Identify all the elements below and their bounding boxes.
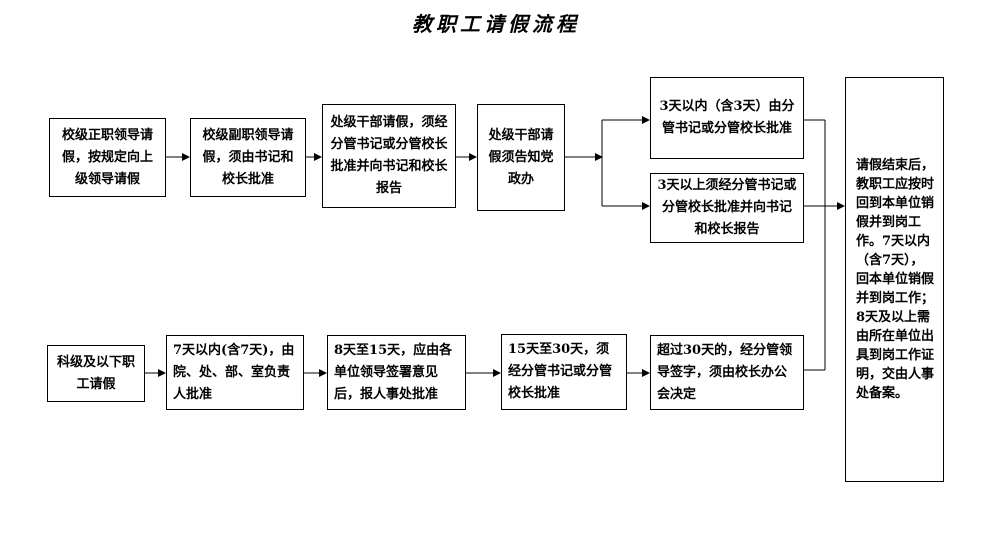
box-within-7-days: 7天以内(含7天)，由院、处、部、室负责人批准 [166, 335, 304, 410]
box-over-30-days: 超过30天的，经分管领导签字，须由校长办公会决定 [650, 335, 804, 410]
box-8-to-15-days: 8天至15天，应由各单位领导签署意见后，报人事处批准 [327, 335, 466, 410]
box-within-3-days: 3天以内（含3天）由分管书记或分管校长批准 [650, 77, 804, 159]
box-notify-office: 处级干部请假须告知党政办 [477, 104, 565, 211]
box-over-3-days: 3天以上须经分管书记或分管校长批准并向书记和校长报告 [650, 173, 804, 243]
page-title: 教职工请假流程 [412, 12, 580, 36]
box-return-from-leave: 请假结束后，教职工应按时回到本单位销假并到岗工作。7天以内（含7天），回本单位销… [845, 77, 944, 482]
box-15-to-30-days: 15天至30天，须经分管书记或分管校长批准 [501, 334, 627, 410]
box-vice-principal-leave: 校级副职领导请假，须由书记和校长批准 [190, 118, 306, 197]
box-staff-leave: 科级及以下职工请假 [47, 345, 145, 402]
box-division-cadre-leave: 处级干部请假，须经分管书记或分管校长批准并向书记和校长报告 [322, 104, 456, 208]
box-principal-leave: 校级正职领导请假，按规定向上级领导请假 [49, 118, 166, 197]
